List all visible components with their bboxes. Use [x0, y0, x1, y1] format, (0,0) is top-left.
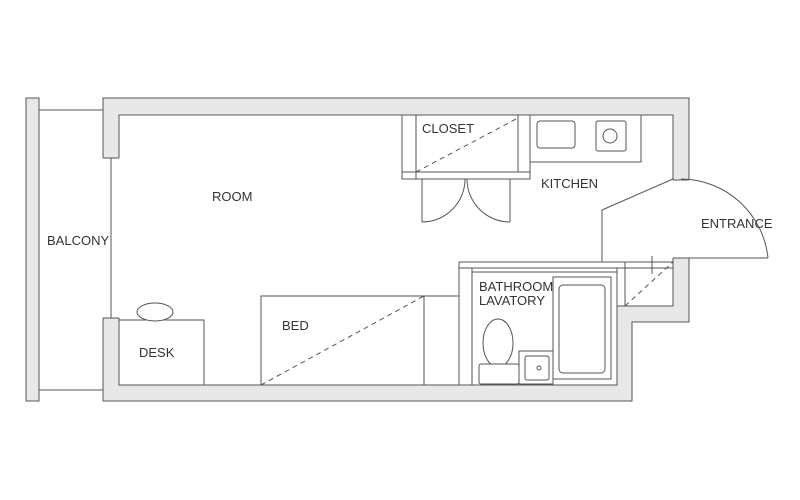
bathroom-label: BATHROOM — [479, 279, 553, 294]
toilet — [478, 318, 520, 385]
balcony-label: BALCONY — [47, 233, 109, 248]
bed — [260, 295, 460, 386]
desk — [118, 302, 205, 386]
balcony — [25, 97, 103, 402]
bathtub — [552, 276, 612, 380]
bathroom-sink — [518, 350, 554, 385]
entrance-door — [601, 178, 769, 262]
room-label: ROOM — [212, 189, 252, 204]
closet — [401, 114, 531, 180]
kitchen-label: KITCHEN — [541, 176, 598, 191]
bed-label: BED — [282, 318, 309, 333]
balcony-window — [102, 157, 120, 319]
entry-partition — [459, 256, 674, 307]
closet-doors — [421, 178, 511, 223]
lavatory-label: LAVATORY — [479, 293, 545, 308]
desk-label: DESK — [139, 345, 175, 360]
entrance-label: ENTRANCE — [701, 216, 773, 231]
closet-label: CLOSET — [422, 121, 474, 136]
kitchen-counter — [529, 114, 642, 163]
